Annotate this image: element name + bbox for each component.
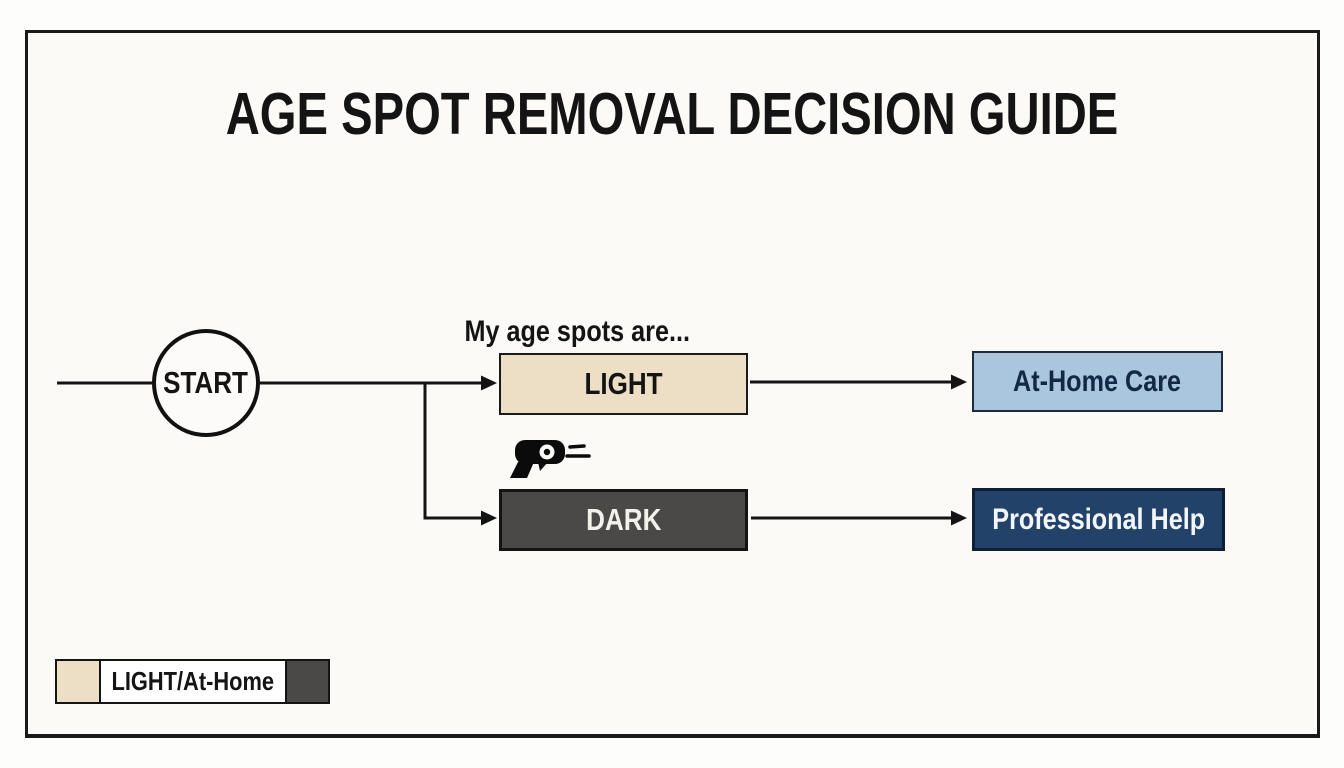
start-node: START bbox=[152, 329, 260, 437]
branch-question-label: My age spots are... bbox=[464, 315, 690, 348]
edge-start-to-dark bbox=[423, 383, 482, 520]
node-professional-help-label: Professional Help bbox=[992, 502, 1205, 536]
legend-light-label: LIGHT/At-Home bbox=[111, 666, 275, 696]
legend-swatch-light bbox=[55, 659, 101, 704]
start-node-label: START bbox=[163, 365, 249, 400]
page-title: AGE SPOT REMOVAL DECISION GUIDE bbox=[225, 81, 1119, 147]
node-professional-help: Professional Help bbox=[972, 488, 1225, 551]
node-dark: DARK bbox=[499, 489, 748, 551]
legend-label-box: LIGHT/At-Home bbox=[99, 659, 287, 704]
arrowhead-dark bbox=[481, 510, 497, 526]
arrowhead-professional bbox=[951, 510, 967, 526]
node-at-home-care-label: At-Home Care bbox=[1013, 364, 1182, 398]
node-at-home-care: At-Home Care bbox=[972, 351, 1223, 412]
node-dark-label: DARK bbox=[585, 502, 662, 537]
node-light-label: LIGHT bbox=[584, 366, 663, 401]
arrowhead-athome bbox=[951, 374, 967, 390]
arrowhead-light bbox=[481, 375, 497, 391]
legend-swatch-dark bbox=[285, 659, 330, 704]
node-light: LIGHT bbox=[499, 353, 748, 415]
laser-device-icon bbox=[510, 440, 591, 478]
